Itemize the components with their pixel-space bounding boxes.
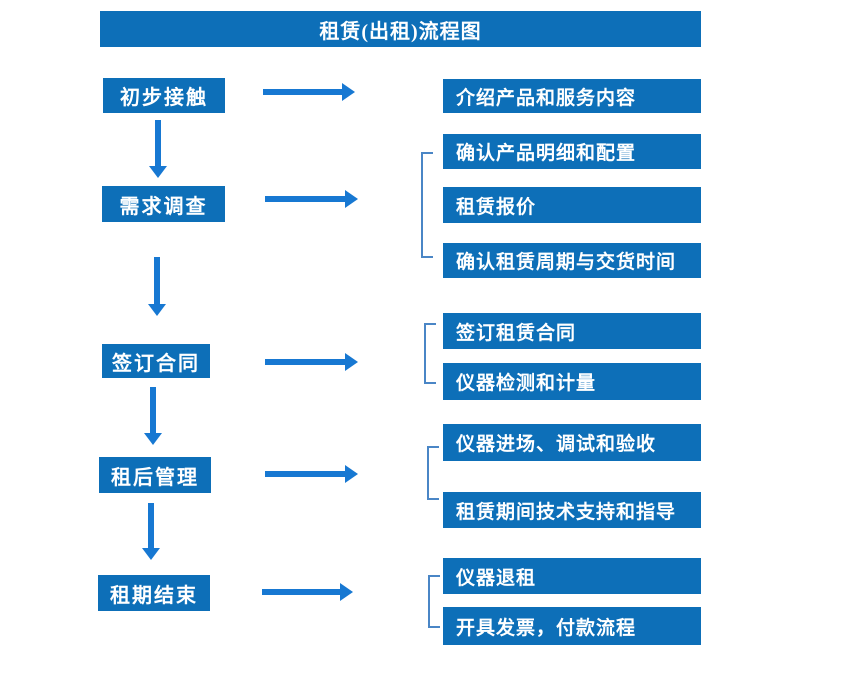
arrow-head xyxy=(342,83,355,101)
arrow-head xyxy=(144,433,162,445)
step-box-rental-end: 租期结束 xyxy=(98,575,210,611)
step-box-demand-survey: 需求调查 xyxy=(102,186,225,222)
arrow-head xyxy=(345,465,358,483)
arrow-shaft xyxy=(154,257,160,306)
detail-box-tech-support-guidance: 租赁期间技术支持和指导 xyxy=(443,492,701,528)
detail-box-confirm-product-config: 确认产品明细和配置 xyxy=(443,134,701,169)
arrow-shaft xyxy=(262,589,342,595)
step-box-sign-contract: 签订合同 xyxy=(102,344,210,378)
group-bracket-post-rental xyxy=(427,446,439,500)
right-arrow-icon-1 xyxy=(263,83,355,101)
detail-box-instrument-setup-acceptance: 仪器进场、调试和验收 xyxy=(443,424,701,461)
arrow-head xyxy=(142,548,160,560)
flowchart-title-bar: 租赁(出租)流程图 xyxy=(100,11,701,47)
group-bracket-sign-contract xyxy=(424,323,436,384)
arrow-head xyxy=(340,583,353,601)
step-box-post-rental-management: 租后管理 xyxy=(99,457,211,493)
arrow-shaft xyxy=(155,120,161,168)
step-box-initial-contact: 初步接触 xyxy=(103,78,225,113)
detail-box-rental-quote: 租赁报价 xyxy=(443,187,701,223)
down-arrow-icon-4 xyxy=(142,503,160,560)
flowchart-title: 租赁(出租)流程图 xyxy=(319,20,482,43)
right-arrow-icon-4 xyxy=(265,465,358,483)
detail-box-introduce-products: 介绍产品和服务内容 xyxy=(443,79,701,113)
right-arrow-icon-3 xyxy=(265,353,358,371)
down-arrow-icon-3 xyxy=(144,387,162,445)
arrow-head xyxy=(345,353,358,371)
arrow-shaft xyxy=(265,471,347,477)
group-bracket-demand-survey xyxy=(421,152,433,258)
detail-box-instrument-inspection: 仪器检测和计量 xyxy=(443,363,701,400)
arrow-shaft xyxy=(263,89,344,95)
detail-box-instrument-return: 仪器退租 xyxy=(443,558,701,594)
detail-box-confirm-period-delivery: 确认租赁周期与交货时间 xyxy=(443,243,701,278)
detail-box-invoice-payment: 开具发票，付款流程 xyxy=(443,607,701,645)
group-bracket-rental-end xyxy=(428,575,440,628)
detail-box-sign-rental-contract: 签订租赁合同 xyxy=(443,313,701,349)
arrow-shaft xyxy=(148,503,154,550)
arrow-shaft xyxy=(265,359,347,365)
arrow-head xyxy=(149,166,167,178)
down-arrow-icon-1 xyxy=(149,120,167,178)
arrow-head xyxy=(345,190,358,208)
arrow-shaft xyxy=(265,196,347,202)
arrow-shaft xyxy=(150,387,156,435)
right-arrow-icon-2 xyxy=(265,190,358,208)
arrow-head xyxy=(148,304,166,316)
right-arrow-icon-5 xyxy=(262,583,353,601)
down-arrow-icon-2 xyxy=(148,257,166,316)
